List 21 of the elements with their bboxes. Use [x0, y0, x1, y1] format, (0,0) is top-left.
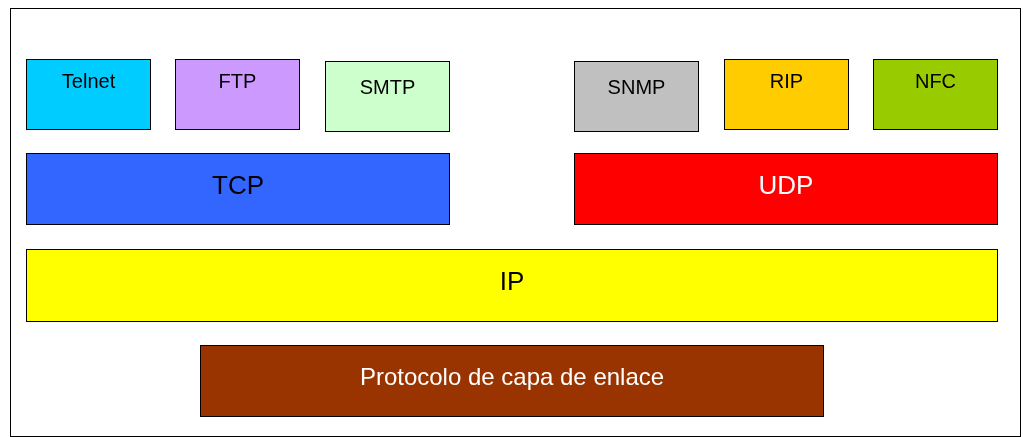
protocol-box	[26, 153, 450, 225]
protocol-box	[200, 345, 824, 417]
protocol-box	[873, 59, 998, 130]
protocol-label: UDP	[757, 170, 815, 201]
protocol-box	[325, 61, 450, 132]
protocol-label: SMTP	[358, 76, 417, 99]
protocol-label: IP	[498, 266, 526, 297]
protocol-box	[175, 59, 300, 130]
protocol-box	[26, 249, 998, 322]
protocol-label: FTP	[217, 70, 258, 93]
protocol-box	[574, 61, 699, 132]
frame-box	[10, 8, 1021, 437]
protocol-label: SNMP	[606, 76, 667, 99]
protocol-label: RIP	[768, 70, 805, 93]
protocol-label: TCP	[211, 170, 265, 201]
protocol-label: Protocolo de capa de enlace	[358, 363, 666, 391]
protocol-box	[724, 59, 849, 130]
protocol-box	[574, 153, 998, 225]
protocol-label: NFC	[913, 70, 958, 93]
protocol-label: Telnet	[60, 70, 117, 93]
protocol-box	[26, 59, 151, 130]
